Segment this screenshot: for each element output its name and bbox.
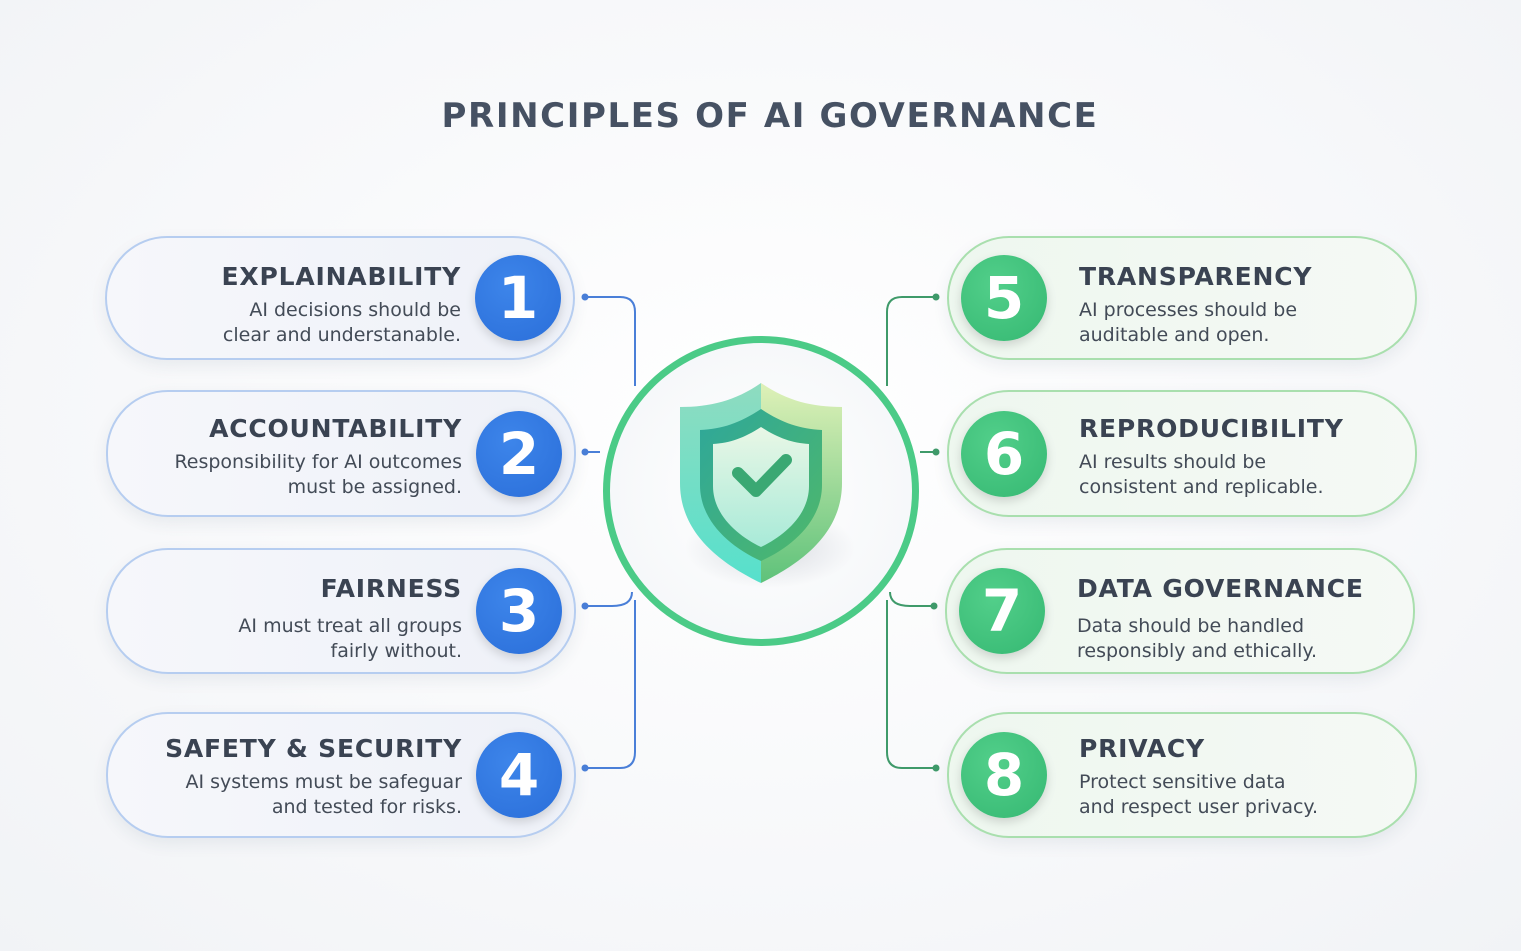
principle-card-privacy: 8 PRIVACY Protect sensitive data and resp…: [947, 712, 1417, 838]
principle-desc-line2: auditable and open.: [1079, 324, 1270, 346]
shield-check-icon: [680, 383, 855, 588]
principle-heading: DATA GOVERNANCE: [1077, 574, 1364, 603]
principle-card-data-governance: 7 DATA GOVERNANCE Data should be handled…: [945, 548, 1415, 674]
principle-desc-line1: AI results should be: [1079, 451, 1267, 473]
principle-desc-line1: AI systems must be safeguar: [185, 771, 462, 793]
principle-desc-line2: consistent and replicable.: [1079, 476, 1324, 498]
center-hub: [603, 336, 919, 646]
principle-card-accountability: ACCOUNTABILITY Responsibility for AI out…: [106, 390, 576, 517]
principle-desc-line1: Protect sensitive data: [1079, 771, 1286, 793]
principle-card-fairness: FAIRNESS AI must treat all groups fairly …: [106, 548, 576, 674]
principle-desc-line1: Data should be handled: [1077, 615, 1304, 637]
principle-card-safety-security: SAFETY & SECURITY AI systems must be saf…: [106, 712, 576, 838]
principle-desc-line2: responsibly and ethically.: [1077, 640, 1317, 662]
principle-heading: EXPLAINABILITY: [221, 262, 461, 291]
principle-desc-line1: Responsibility for AI outcomes: [174, 451, 462, 473]
number-badge: 6: [961, 410, 1047, 497]
number-badge: 8: [961, 732, 1047, 818]
principle-desc-line2: and tested for risks.: [271, 796, 462, 818]
number-badge: 3: [476, 568, 562, 654]
principle-desc-line1: AI must treat all groups: [238, 615, 462, 637]
principle-desc-line1: AI processes should be: [1079, 299, 1298, 321]
principle-card-transparency: 5 TRANSPARENCY AI processes should be aud…: [947, 236, 1417, 360]
principle-desc-line2: and respect user privacy.: [1079, 796, 1318, 818]
principle-card-explainability: EXPLAINABILITY AI decisions should be cle…: [105, 236, 575, 360]
principle-heading: SAFETY & SECURITY: [165, 734, 462, 763]
number-badge: 5: [961, 255, 1047, 341]
number-badge: 1: [475, 255, 561, 341]
principle-desc-line2: clear and understanable.: [222, 324, 461, 346]
principle-card-reproducibility: 6 REPRODUCIBILITY AI results should be co…: [947, 390, 1417, 517]
page-title: PRINCIPLES OF AI GOVERNANCE: [441, 96, 1099, 136]
principle-desc-line2: fairly without.: [330, 640, 462, 662]
number-badge: 2: [476, 410, 562, 497]
principle-heading: ACCOUNTABILITY: [209, 414, 462, 443]
principle-heading: TRANSPARENCY: [1079, 262, 1313, 291]
principle-heading: REPRODUCIBILITY: [1079, 414, 1344, 443]
number-badge: 4: [476, 732, 562, 818]
number-badge: 7: [959, 568, 1045, 654]
principle-heading: FAIRNESS: [320, 574, 462, 603]
principle-heading: PRIVACY: [1079, 734, 1205, 763]
principle-desc-line2: must be assigned.: [287, 476, 462, 498]
principle-desc-line1: AI decisions should be: [249, 299, 461, 321]
